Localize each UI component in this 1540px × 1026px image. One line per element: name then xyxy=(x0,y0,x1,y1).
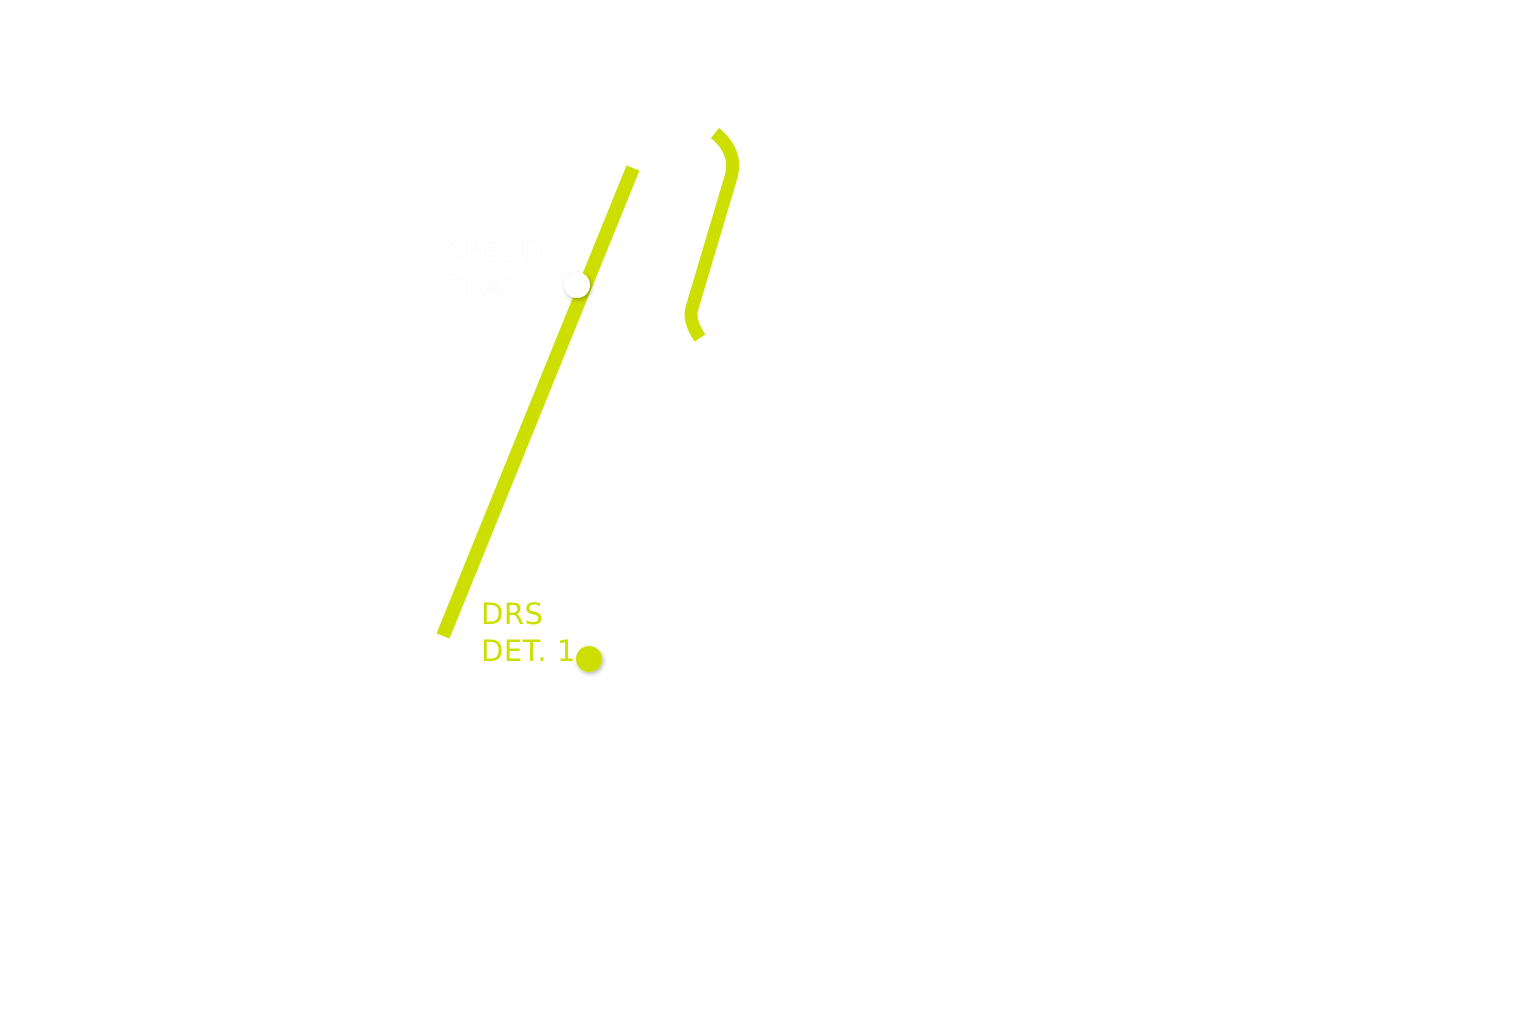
drs-detection-marker[interactable] xyxy=(576,646,602,672)
speed-trap-label-line2: TRAP xyxy=(446,270,523,304)
drs-detection-label-line2: DET. 1 xyxy=(481,634,576,668)
speed-trap-marker[interactable] xyxy=(564,272,590,298)
drs-detection-label-line1: DRS xyxy=(481,597,544,631)
track-segment-curve xyxy=(684,127,740,342)
speed-trap-label-line1: SPEED xyxy=(446,233,544,267)
track-segment-straight xyxy=(436,165,640,639)
drs-detection-label: DRS DET. 1 xyxy=(481,596,576,670)
speed-trap-label: SPEED TRAP xyxy=(446,232,543,306)
